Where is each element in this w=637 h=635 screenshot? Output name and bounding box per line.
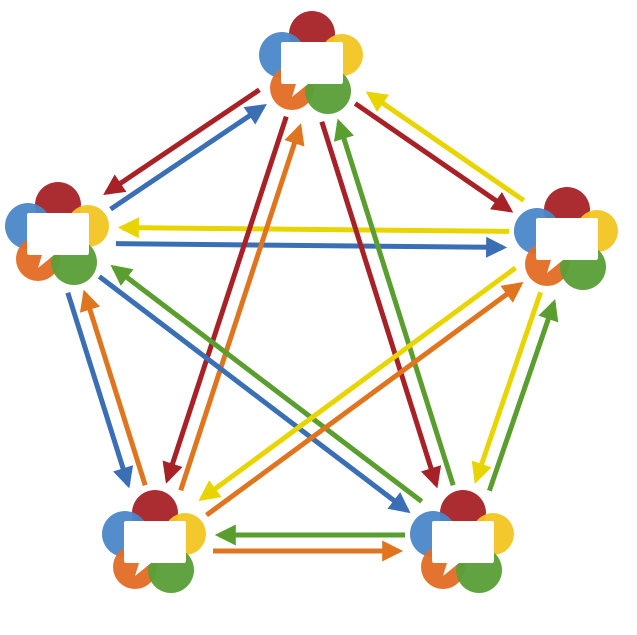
node-bottom-left-webrtc-logo-icon (102, 490, 206, 593)
arrow-right-to-bottom-right (471, 291, 543, 484)
speech-bubble-icon (124, 521, 186, 576)
arrow-right-to-top (365, 91, 526, 203)
arrow-left-to-bottom-left (65, 291, 134, 489)
arrow-left-to-right (115, 236, 508, 258)
arrow-bottom-left-to-right (205, 281, 524, 518)
arrow-top-to-left (103, 87, 261, 195)
arrow-right-to-left (117, 217, 510, 239)
arrow-top-to-bottom-right (319, 120, 442, 489)
speech-bubble-icon (281, 42, 343, 97)
node-left-webrtc-logo-icon (5, 182, 109, 285)
arrow-bottom-right-to-right (487, 299, 559, 492)
arrow-right-to-bottom-left (198, 265, 517, 502)
arrow-top-to-bottom-left (162, 115, 289, 484)
arrow-top-to-right (353, 101, 514, 213)
node-right-webrtc-logo-icon (514, 187, 618, 290)
arrow-bottom-left-to-left (79, 289, 148, 487)
arrow-left-to-bottom-right (97, 274, 411, 514)
speech-bubble-icon (27, 213, 89, 268)
arrow-bottom-right-to-top (333, 118, 456, 487)
speech-bubble-icon (432, 521, 494, 576)
node-bottom-right-webrtc-logo-icon (410, 490, 514, 593)
nodes-layer (5, 11, 618, 593)
arrow-bottom-left-to-top (178, 123, 305, 492)
arrow-bottom-right-to-left (110, 264, 424, 504)
node-top-webrtc-logo-icon (259, 11, 363, 114)
arrow-left-to-top (109, 104, 267, 212)
speech-bubble-icon (536, 218, 598, 273)
edges-layer (65, 87, 559, 562)
